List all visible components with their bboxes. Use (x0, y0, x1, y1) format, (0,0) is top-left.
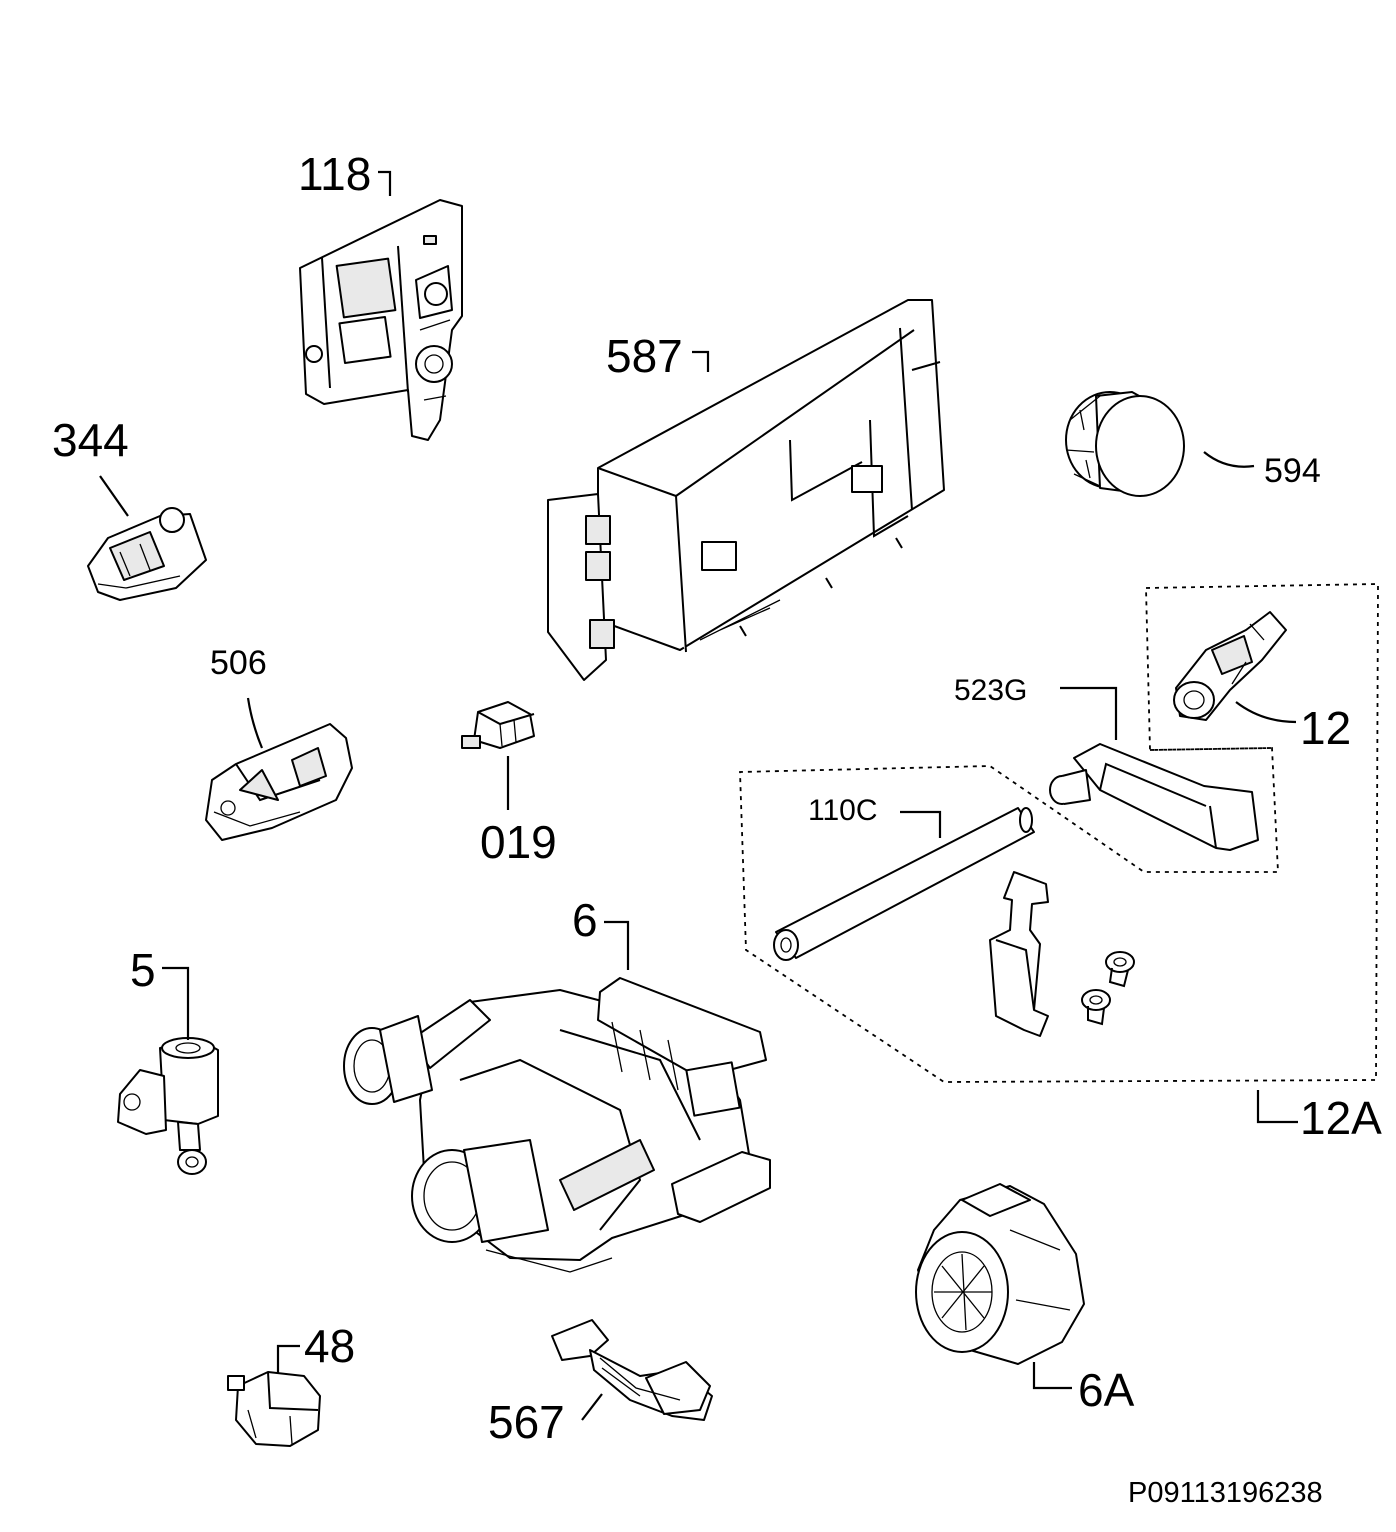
leader-567 (581, 1393, 603, 1421)
part-48-component (227, 1371, 321, 1447)
part-6a-drain-pump (915, 1183, 1085, 1365)
leader-506 (246, 697, 264, 749)
kit-outline-12-523g (1149, 747, 1273, 751)
label-110c: 110C (808, 794, 878, 827)
leader-6 (604, 920, 630, 970)
leader-118 (378, 170, 392, 196)
drawing-id: P09113196238 (1128, 1477, 1323, 1509)
label-523g: 523G (954, 674, 1027, 707)
leader-12a (1256, 1090, 1298, 1124)
part-clip-bracket (989, 871, 1049, 1037)
label-594: 594 (1264, 452, 1321, 490)
part-118-dispenser (299, 199, 463, 441)
part-567-harness (551, 1319, 713, 1421)
leader-594 (1203, 451, 1255, 468)
part-506-component (205, 723, 353, 841)
part-523g-component (1049, 743, 1259, 851)
part-587-control-module (547, 299, 945, 681)
part-6-circulation-pump (343, 977, 771, 1273)
label-118: 118 (298, 148, 371, 200)
leader-587 (692, 350, 710, 372)
label-48: 48 (304, 1320, 355, 1372)
leader-344 (99, 475, 129, 517)
leader-48 (276, 1344, 300, 1374)
label-506: 506 (210, 644, 267, 682)
label-12a: 12A (1300, 1092, 1382, 1144)
label-567: 567 (488, 1396, 565, 1448)
label-5: 5 (130, 944, 156, 996)
label-587: 587 (606, 330, 683, 382)
part-019-connector (461, 701, 535, 749)
part-344-component (87, 507, 207, 601)
label-344: 344 (52, 414, 129, 466)
kit-outline-12a (739, 583, 1379, 1083)
part-screw-b (1081, 989, 1111, 1026)
label-019: 019 (480, 816, 557, 868)
leader-12 (1235, 701, 1297, 724)
label-12: 12 (1300, 702, 1351, 754)
label-6: 6 (572, 894, 598, 946)
leader-523g (1060, 686, 1118, 740)
part-12-component (1173, 611, 1287, 721)
part-screw-a (1105, 951, 1135, 988)
leader-5 (162, 966, 190, 1040)
leader-6a (1032, 1362, 1072, 1390)
label-6a: 6A (1078, 1364, 1135, 1416)
part-594-component (1065, 391, 1185, 497)
part-110c-hose (773, 807, 1035, 961)
part-5-inlet-valve (117, 1037, 219, 1175)
leader-110c (900, 810, 942, 838)
